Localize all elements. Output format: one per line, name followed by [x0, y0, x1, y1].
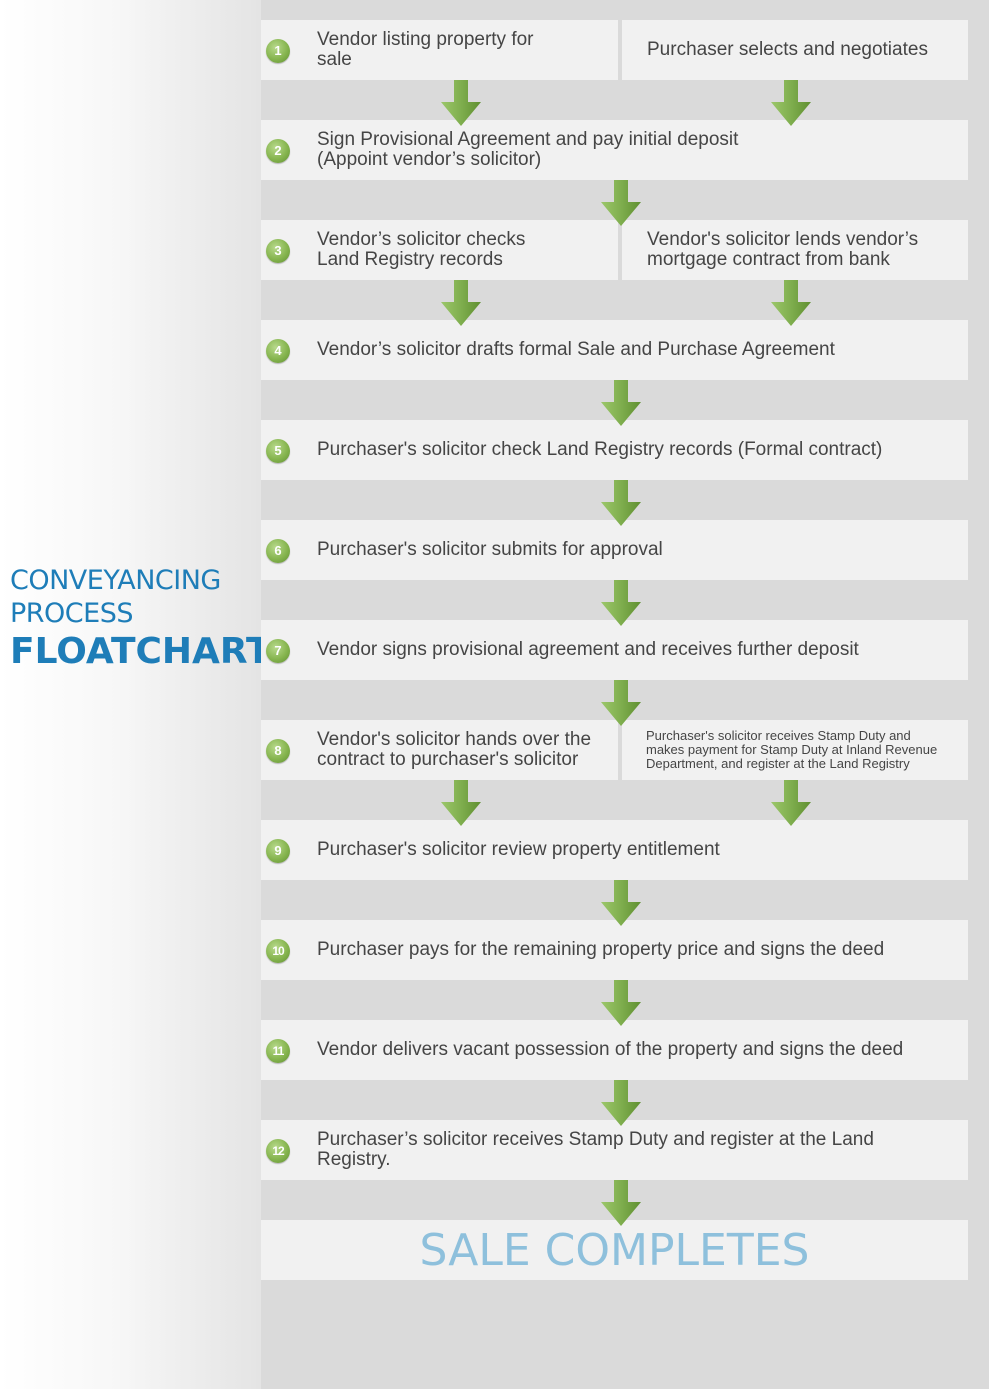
- step-number-badge: 11: [266, 1039, 290, 1063]
- left-panel: [0, 0, 261, 1389]
- step-8-left: Vendor's solicitor hands over the contra…: [261, 720, 618, 780]
- down-arrow-icon: [601, 980, 641, 1026]
- step-row-6: 6 Purchaser's solicitor submits for appr…: [261, 520, 968, 580]
- step-row-3: 3 Vendor’s solicitor checks Land Registr…: [261, 220, 968, 280]
- step-2-text: Sign Provisional Agreement and pay initi…: [261, 120, 968, 180]
- step-number-badge: 4: [266, 339, 290, 363]
- step-row-8: 8 Vendor's solicitor hands over the cont…: [261, 720, 968, 780]
- down-arrow-icon: [441, 80, 481, 126]
- down-arrow-icon: [441, 780, 481, 826]
- step-3-left: Vendor’s solicitor checks Land Registry …: [261, 220, 618, 280]
- down-arrow-icon: [771, 780, 811, 826]
- step-number-badge: 6: [266, 539, 290, 563]
- page-title: CONVEYANCING PROCESS FLOATCHART: [10, 564, 271, 674]
- step-1-left: Vendor listing property for sale: [261, 20, 618, 80]
- down-arrow-icon: [601, 1080, 641, 1126]
- down-arrow-icon: [601, 180, 641, 226]
- step-12-text: Purchaser’s solicitor receives Stamp Dut…: [261, 1120, 968, 1180]
- step-number-badge: 9: [266, 839, 290, 863]
- step-number-badge: 8: [266, 739, 290, 763]
- step-number-badge: 1: [266, 39, 290, 63]
- down-arrow-icon: [601, 580, 641, 626]
- down-arrow-icon: [771, 280, 811, 326]
- step-3-right: Vendor's solicitor lends vendor’s mortga…: [622, 220, 968, 280]
- down-arrow-icon: [601, 1180, 641, 1226]
- step-row-4: 4 Vendor’s solicitor drafts formal Sale …: [261, 320, 968, 380]
- title-line-3: FLOATCHART: [10, 631, 271, 672]
- step-row-5: 5 Purchaser's solicitor check Land Regis…: [261, 420, 968, 480]
- step-row-12: 12 Purchaser’s solicitor receives Stamp …: [261, 1120, 968, 1180]
- down-arrow-icon: [441, 280, 481, 326]
- down-arrow-icon: [601, 480, 641, 526]
- step-row-7: 7 Vendor signs provisional agreement and…: [261, 620, 968, 680]
- down-arrow-icon: [601, 380, 641, 426]
- step-number-badge: 10: [266, 939, 290, 963]
- step-number-badge: 5: [266, 439, 290, 463]
- step-8-right: Purchaser's solicitor receives Stamp Dut…: [622, 720, 968, 780]
- sale-completes-label: SALE COMPLETES: [419, 1224, 810, 1276]
- title-line-1: CONVEYANCING: [10, 565, 221, 596]
- step-row-11: 11 Vendor delivers vacant possession of …: [261, 1020, 968, 1080]
- step-number-badge: 3: [266, 239, 290, 263]
- step-10-text: Purchaser pays for the remaining propert…: [261, 920, 968, 980]
- step-row-10: 10 Purchaser pays for the remaining prop…: [261, 920, 968, 980]
- step-row-1: 1 Vendor listing property for sale Purch…: [261, 20, 968, 80]
- step-9-text: Purchaser's solicitor review property en…: [261, 820, 968, 880]
- step-number-badge: 7: [266, 639, 290, 663]
- step-number-badge: 12: [266, 1139, 290, 1163]
- title-line-2: PROCESS: [10, 598, 133, 629]
- final-step-row: SALE COMPLETES: [261, 1220, 968, 1280]
- step-number-badge: 2: [266, 139, 290, 163]
- step-6-text: Purchaser's solicitor submits for approv…: [261, 520, 968, 580]
- down-arrow-icon: [771, 80, 811, 126]
- down-arrow-icon: [601, 880, 641, 926]
- step-7-text: Vendor signs provisional agreement and r…: [261, 620, 968, 680]
- step-11-text: Vendor delivers vacant possession of the…: [261, 1020, 968, 1080]
- step-row-2: 2 Sign Provisional Agreement and pay ini…: [261, 120, 968, 180]
- step-5-text: Purchaser's solicitor check Land Registr…: [261, 420, 968, 480]
- down-arrow-icon: [601, 680, 641, 726]
- step-row-9: 9 Purchaser's solicitor review property …: [261, 820, 968, 880]
- step-4-text: Vendor’s solicitor drafts formal Sale an…: [261, 320, 968, 380]
- step-1-right: Purchaser selects and negotiates: [622, 20, 968, 80]
